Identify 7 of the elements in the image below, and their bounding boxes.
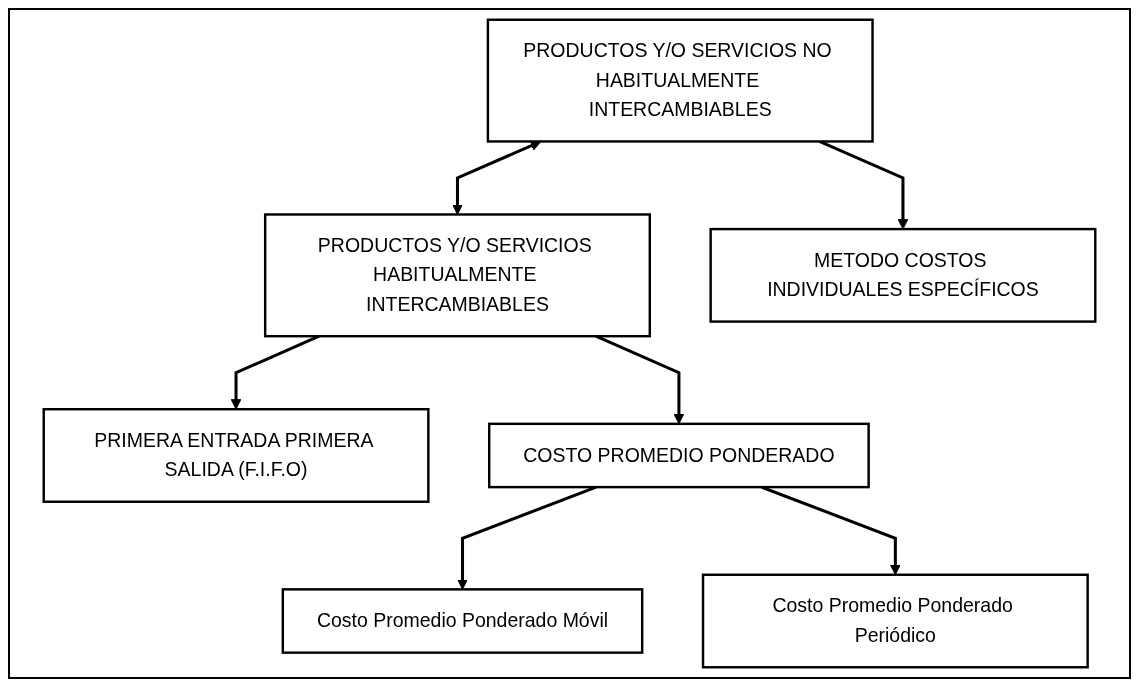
node-box: METODO COSTOS INDIVIDUALES ESPECÍFICOS: [709, 227, 1097, 323]
node-box: Costo Promedio Ponderado Periódico: [701, 573, 1089, 669]
node-box: Costo Promedio Ponderado Móvil: [281, 588, 644, 654]
node-box: PRIMERA ENTRADA PRIMERA SALIDA (F.I.F.O): [42, 408, 430, 503]
node-box: PRODUCTOS Y/O SERVICIOS HABITUALMENTE INTERCAMBIABLES: [263, 213, 651, 338]
node-box: PRODUCTOS Y/O SERVICIOS NO HABITUALMENTE INTERCAMBIABLES: [486, 18, 874, 143]
node-box: COSTO PROMEDIO PONDERADO: [488, 422, 870, 489]
